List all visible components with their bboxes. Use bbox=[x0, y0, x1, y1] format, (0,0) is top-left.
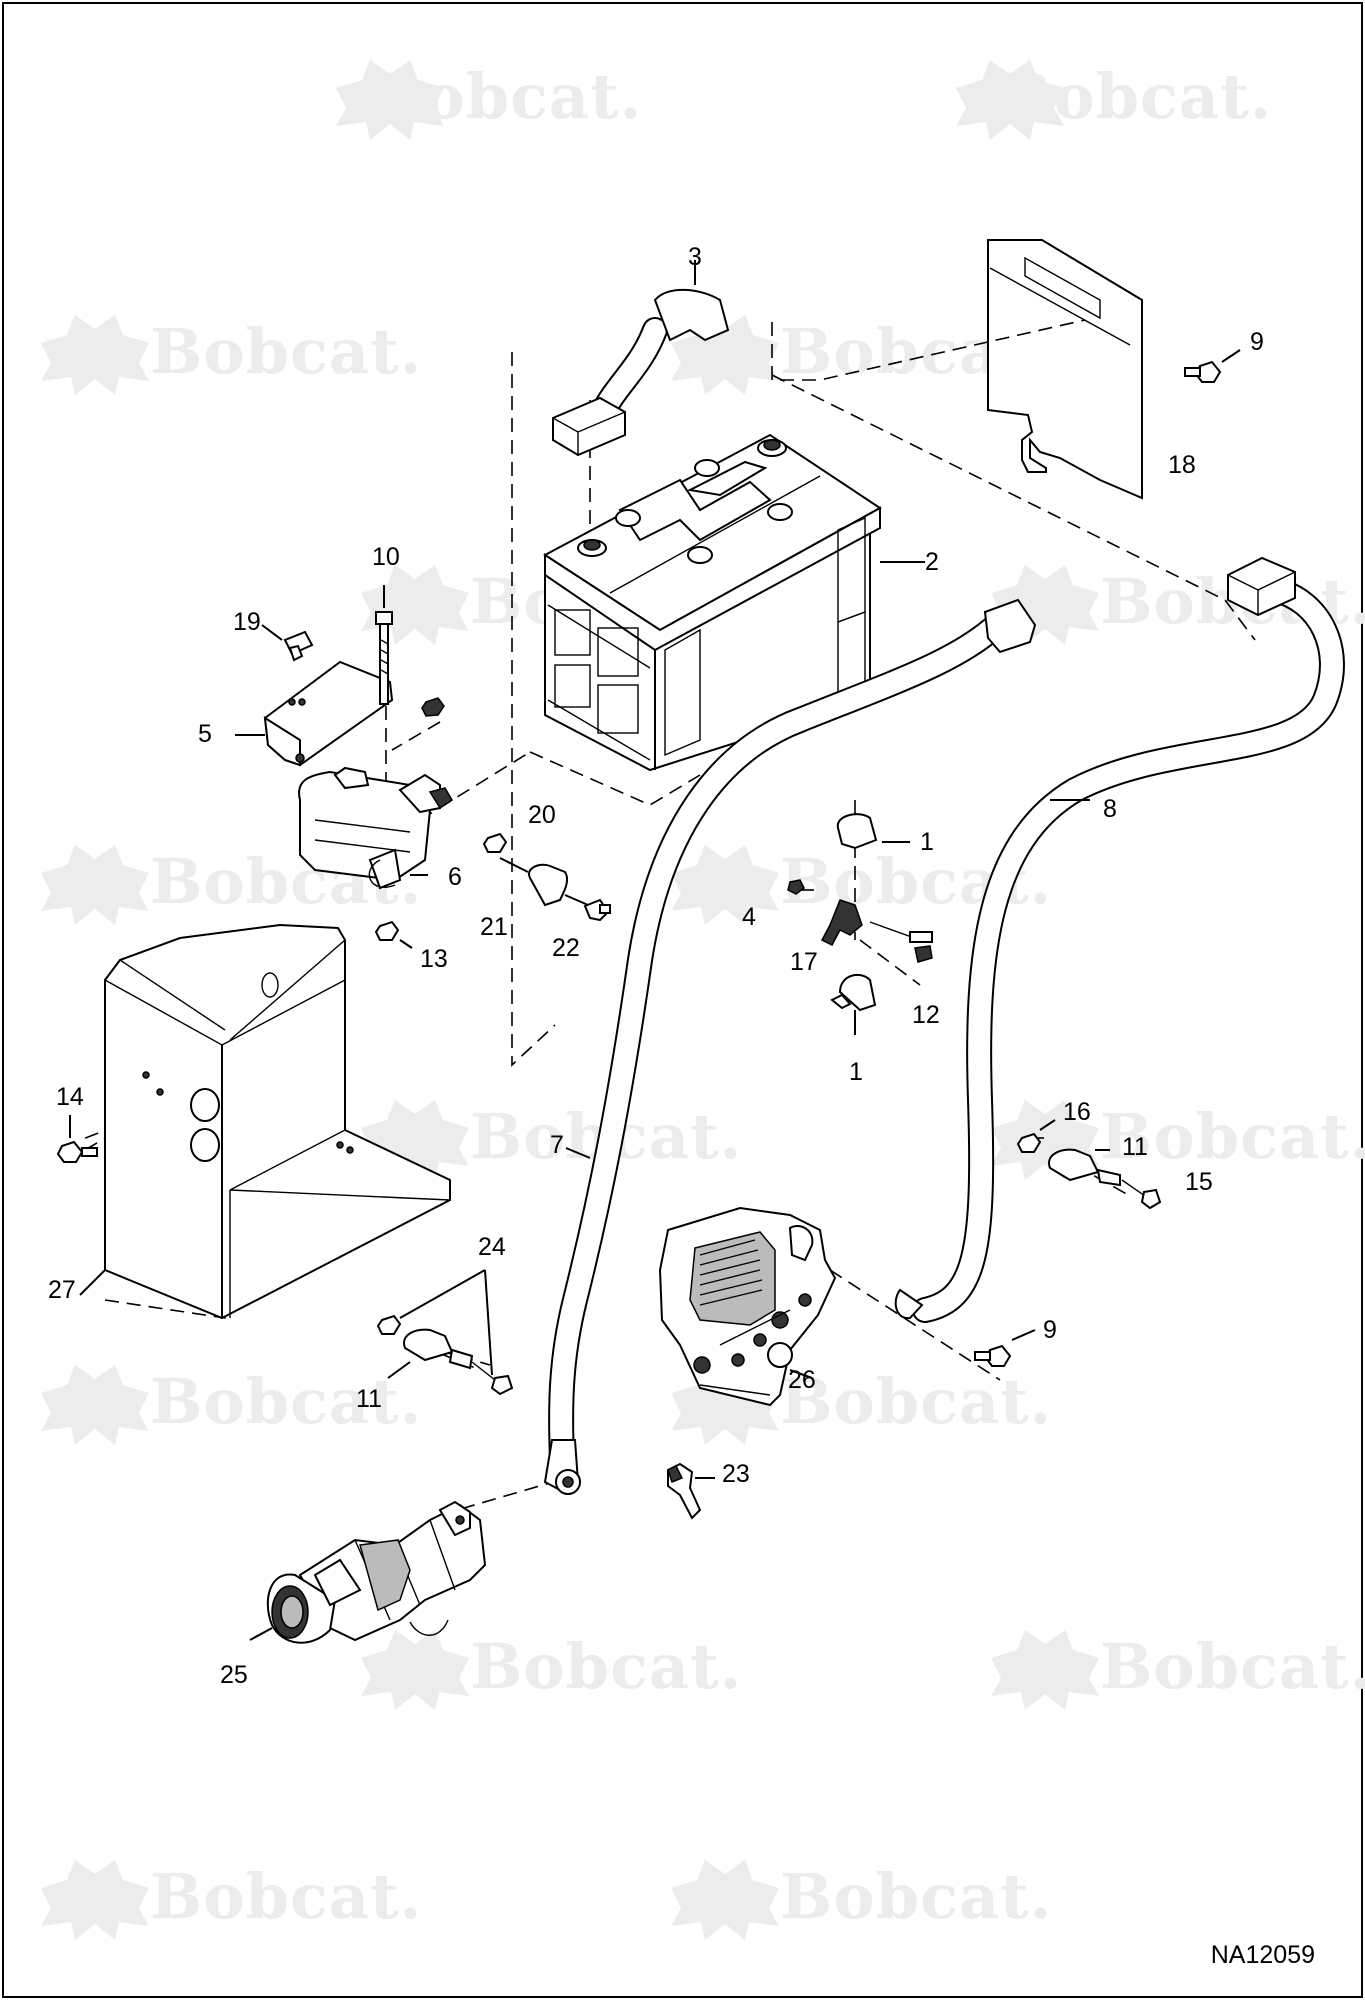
callout-2: 2 bbox=[925, 548, 939, 576]
watermark: Bobcat. bbox=[780, 1365, 1052, 1438]
callout-10: 10 bbox=[372, 543, 400, 571]
cable-clips bbox=[787, 813, 933, 1035]
callout-23: 23 bbox=[722, 1460, 750, 1488]
callout-9: 9 bbox=[1250, 328, 1264, 356]
callout-24: 24 bbox=[478, 1233, 506, 1261]
callout-12: 12 bbox=[912, 1001, 940, 1029]
watermark: Bobcat. bbox=[1100, 1100, 1365, 1173]
watermark: Bobcat. bbox=[1100, 1630, 1365, 1703]
battery bbox=[543, 433, 925, 772]
callout-18: 18 bbox=[1168, 451, 1196, 479]
mounting-bracket bbox=[235, 585, 445, 767]
callout-25: 25 bbox=[220, 1661, 248, 1689]
watermark: Bobcat. bbox=[150, 315, 422, 388]
terminal-cover-cable bbox=[552, 260, 730, 457]
left-clamp bbox=[376, 1269, 514, 1396]
watermark-text: Bobcat. bbox=[1100, 1630, 1365, 1703]
callout-5: 5 bbox=[198, 720, 212, 748]
watermark: Bobcat. bbox=[470, 1630, 742, 1703]
callout-17: 17 bbox=[790, 948, 818, 976]
watermark: Bobcat. bbox=[780, 1860, 1052, 1933]
relay-solenoid bbox=[298, 766, 611, 949]
watermark-text: Bobcat. bbox=[470, 1630, 743, 1703]
battery-tray bbox=[79, 923, 451, 1320]
callout-13: 13 bbox=[420, 945, 448, 973]
watermark-text: Bobcat. bbox=[150, 1860, 423, 1933]
watermark-text: Bobcat. bbox=[780, 1365, 1053, 1438]
right-clamp bbox=[1016, 1119, 1162, 1210]
bolt-9-upper bbox=[1184, 349, 1241, 383]
callout-22: 22 bbox=[552, 934, 580, 962]
callout-1-lower: 1 bbox=[849, 1058, 863, 1086]
callout-26: 26 bbox=[788, 1366, 816, 1394]
callout-4: 4 bbox=[742, 903, 756, 931]
callout-19: 19 bbox=[233, 608, 261, 636]
drawing-number: NA12059 bbox=[1210, 1941, 1315, 1969]
starter-motor bbox=[249, 1500, 487, 1644]
bolt-14 bbox=[56, 1115, 98, 1163]
engine-block bbox=[658, 1206, 837, 1407]
bolt-9-lower bbox=[974, 1329, 1036, 1367]
callout-14: 14 bbox=[56, 1083, 84, 1111]
callout-11-right: 11 bbox=[1122, 1133, 1148, 1161]
callout-8: 8 bbox=[1103, 795, 1117, 823]
callout-27: 27 bbox=[48, 1276, 76, 1304]
watermark: Bobcat. bbox=[150, 1860, 422, 1933]
battery-cable-positive bbox=[543, 598, 1037, 1495]
callout-7: 7 bbox=[550, 1131, 564, 1159]
callout-6: 6 bbox=[448, 863, 462, 891]
callout-20: 20 bbox=[528, 801, 556, 829]
callout-15: 15 bbox=[1185, 1168, 1213, 1196]
watermark-text: Bobcat. bbox=[1100, 1100, 1365, 1173]
callout-21: 21 bbox=[480, 913, 508, 941]
callout-16: 16 bbox=[1063, 1098, 1091, 1126]
battery-cable-negative bbox=[894, 556, 1345, 1323]
watermark-text: Bobcat. bbox=[780, 1860, 1053, 1933]
callout-3: 3 bbox=[688, 243, 702, 271]
callout-9-lower: 9 bbox=[1043, 1316, 1057, 1344]
hold-down-plate bbox=[987, 239, 1143, 500]
watermark-text: Bobcat. bbox=[150, 1365, 423, 1438]
fitting-23 bbox=[667, 1462, 715, 1520]
callout-1-upper: 1 bbox=[920, 828, 934, 856]
callout-11-left: 11 bbox=[356, 1385, 382, 1413]
watermark: Bobcat. bbox=[150, 1365, 422, 1438]
watermark-text: Bobcat. bbox=[150, 315, 423, 388]
